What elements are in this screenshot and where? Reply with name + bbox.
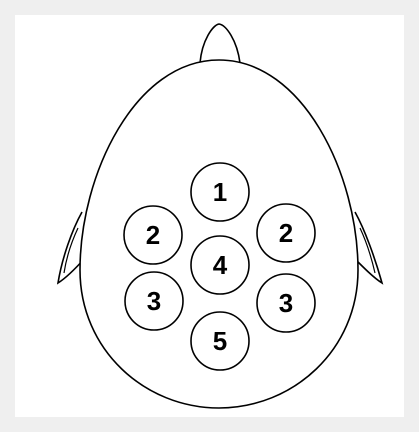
electrode-2-left: 2	[124, 206, 182, 264]
electrode-label: 1	[213, 177, 227, 207]
electrode-2-right: 2	[257, 204, 315, 262]
electrode-label: 5	[213, 326, 227, 356]
electrode-5: 5	[191, 312, 249, 370]
electrode-label: 2	[146, 220, 160, 250]
electrode-label: 4	[213, 250, 228, 280]
electrode-3-left: 3	[125, 272, 183, 330]
electrode-3-right: 3	[257, 274, 315, 332]
nose-shape	[200, 24, 240, 63]
electrode-4: 4	[191, 236, 249, 294]
electrode-label: 3	[147, 286, 161, 316]
electrode-label: 2	[279, 218, 293, 248]
electrode-label: 3	[279, 288, 293, 318]
electrode-1: 1	[191, 163, 249, 221]
